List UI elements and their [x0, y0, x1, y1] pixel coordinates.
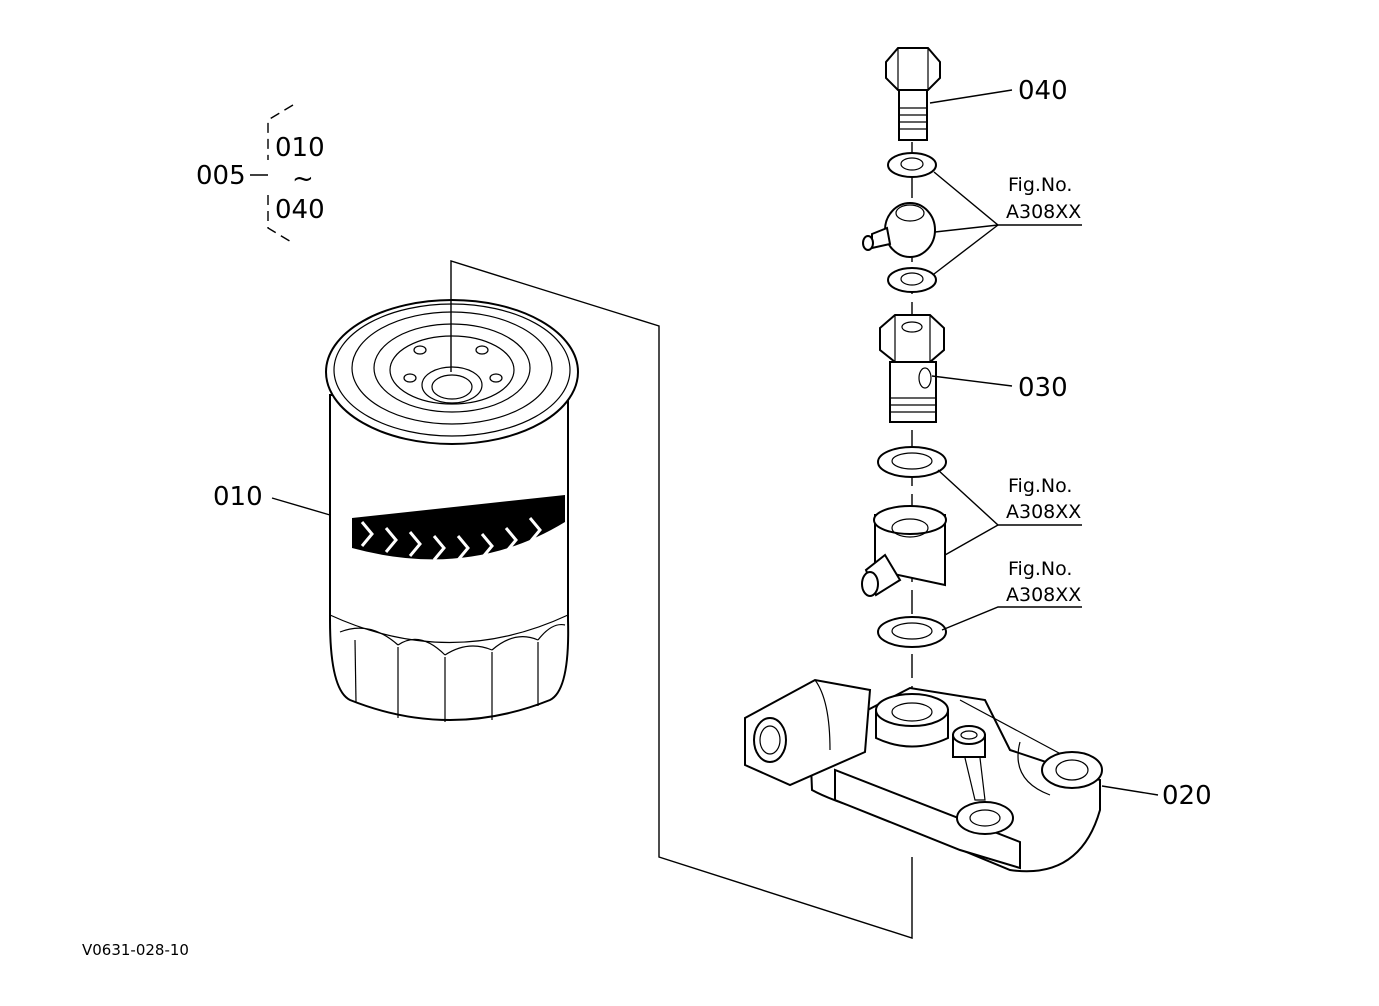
bolt-040	[885, 47, 941, 141]
callout-030: 030	[1018, 373, 1068, 403]
washer-upper-2	[887, 267, 937, 293]
hollow-bolt-030	[879, 314, 945, 423]
assembly-path-line	[450, 260, 913, 939]
washer-lower-2	[877, 616, 947, 648]
fig-ref-middle-line2: A308XX	[1006, 501, 1081, 523]
fig-ref-lower-line2: A308XX	[1006, 584, 1081, 606]
filter-head-bracket-020	[744, 678, 1103, 873]
brand-band-pattern	[360, 517, 542, 561]
group-range-start: 010	[275, 133, 325, 163]
group-label: 005	[196, 161, 246, 191]
callout-040: 040	[1018, 76, 1068, 106]
banjo-fitting-upper	[862, 202, 936, 258]
callout-020: 020	[1162, 781, 1212, 811]
banjo-fitting-lower	[861, 505, 947, 597]
group-range-sep: ~	[292, 164, 314, 194]
group-range-end: 040	[275, 195, 325, 225]
fig-ref-lower-line1: Fig.No.	[1008, 558, 1072, 580]
washer-lower-1	[877, 446, 947, 478]
callout-010: 010	[213, 482, 263, 512]
drawing-code: V0631-028-10	[82, 941, 189, 959]
washer-upper-1	[887, 152, 937, 178]
fig-ref-upper-line1: Fig.No.	[1008, 174, 1072, 196]
assembly-group-bracket: 005 010 ~ 040	[196, 104, 325, 244]
fig-ref-middle-line1: Fig.No.	[1008, 475, 1072, 497]
filter-brand-logo: Kubota	[422, 513, 479, 532]
fig-ref-upper-line2: A308XX	[1006, 201, 1081, 223]
oil-filter-cartridge: Kubota	[325, 299, 579, 722]
